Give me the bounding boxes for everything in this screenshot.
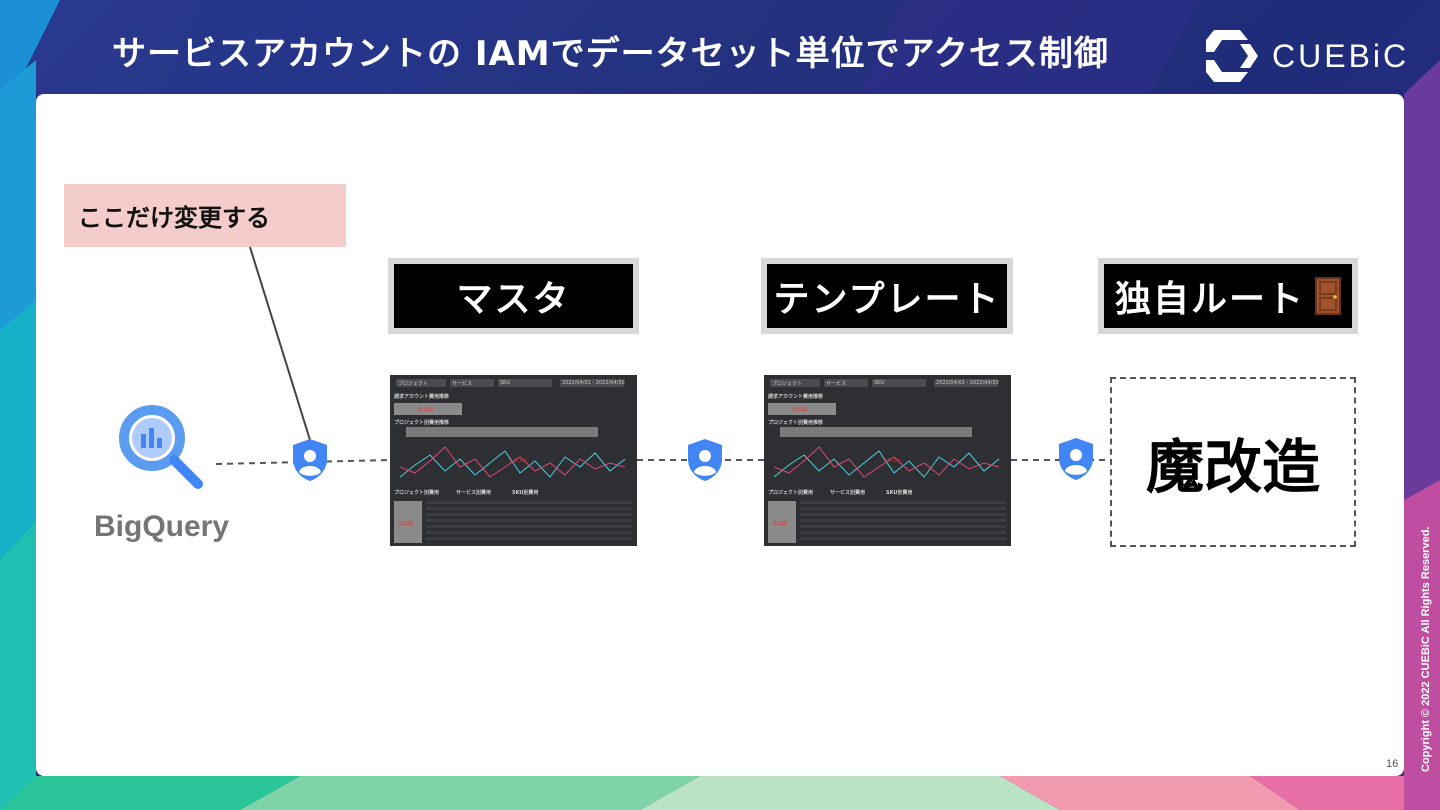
door-icon: [1315, 277, 1341, 315]
custom-modification-box: 魔改造: [1110, 377, 1356, 547]
table-header-project: プロジェクト別費用: [394, 490, 440, 496]
table-rows: [800, 501, 1006, 543]
section-project: プロジェクト別費用推移: [768, 420, 824, 426]
filter-service: サービス: [826, 381, 847, 387]
line-chart: [774, 446, 1000, 478]
master-label: マスタ: [394, 264, 633, 328]
service-account-icon-3: [1059, 438, 1093, 480]
table-header-sku: SKU別費用: [512, 490, 539, 496]
masked-chart-title: [780, 427, 972, 437]
template-label-box: テンプレート: [761, 258, 1013, 334]
table-header-service: サービス別費用: [830, 490, 866, 496]
masked-billing: [394, 403, 462, 415]
line-chart: [400, 446, 626, 478]
custom-label-box: 独自ルート: [1098, 258, 1358, 334]
filter-sku: SKU: [500, 380, 510, 386]
cuebic-logo-mark: [1206, 30, 1258, 82]
masked-project-table: [768, 501, 796, 543]
mask-label: 非公開: [418, 407, 434, 413]
mask-label-table: 非公開: [398, 521, 414, 527]
custom-label: 独自ルート: [1114, 279, 1305, 320]
chart-text-label: テキスト: [508, 458, 528, 464]
page-number: 16: [1386, 758, 1399, 770]
change-note: ここだけ変更する: [64, 184, 346, 247]
section-project: プロジェクト別費用推移: [394, 420, 450, 426]
filter-project: プロジェクト: [772, 381, 803, 387]
slide-title: サービスアカウントの IAMでデータセット単位でアクセス制御: [112, 34, 1109, 74]
cuebic-logo-text: CUEBiC: [1272, 38, 1410, 74]
bigquery-label: BigQuery: [94, 510, 230, 543]
filter-project: プロジェクト: [398, 381, 429, 387]
filter-date: 2022/04/01 - 2022/04/30: [936, 380, 999, 386]
master-label-box: マスタ: [388, 258, 639, 334]
bigquery-icon: [119, 405, 203, 489]
filter-sku: SKU: [874, 380, 884, 386]
template-label: テンプレート: [767, 264, 1007, 328]
table-header-project: プロジェクト別費用: [768, 490, 814, 496]
section-billing: 請求アカウント費用推移: [768, 394, 824, 400]
masked-billing: [768, 403, 836, 415]
service-account-icon-1: [293, 439, 327, 481]
dashboard-thumbnail-template: プロジェクト サービス SKU 2022/04/01 - 2022/04/30 …: [764, 375, 1011, 546]
service-account-icon-2: [688, 439, 722, 481]
mask-label: 非公開: [792, 407, 808, 413]
table-header-service: サービス別費用: [456, 490, 492, 496]
masked-chart-title: [406, 427, 598, 437]
mask-label-table: 非公開: [772, 521, 788, 527]
filter-service: サービス: [452, 381, 473, 387]
filter-date: 2022/04/01 - 2022/04/30: [562, 380, 625, 386]
dashboard-thumbnail-master: プロジェクト サービス SKU 2022/04/01 - 2022/04/30 …: [390, 375, 637, 546]
custom-box-text: 魔改造: [1145, 433, 1320, 501]
table-header-sku: SKU別費用: [886, 490, 913, 496]
table-rows: [426, 501, 632, 543]
masked-project-table: [394, 501, 422, 543]
section-billing: 請求アカウント費用推移: [394, 394, 450, 400]
chart-text-label: テキスト: [882, 458, 902, 464]
